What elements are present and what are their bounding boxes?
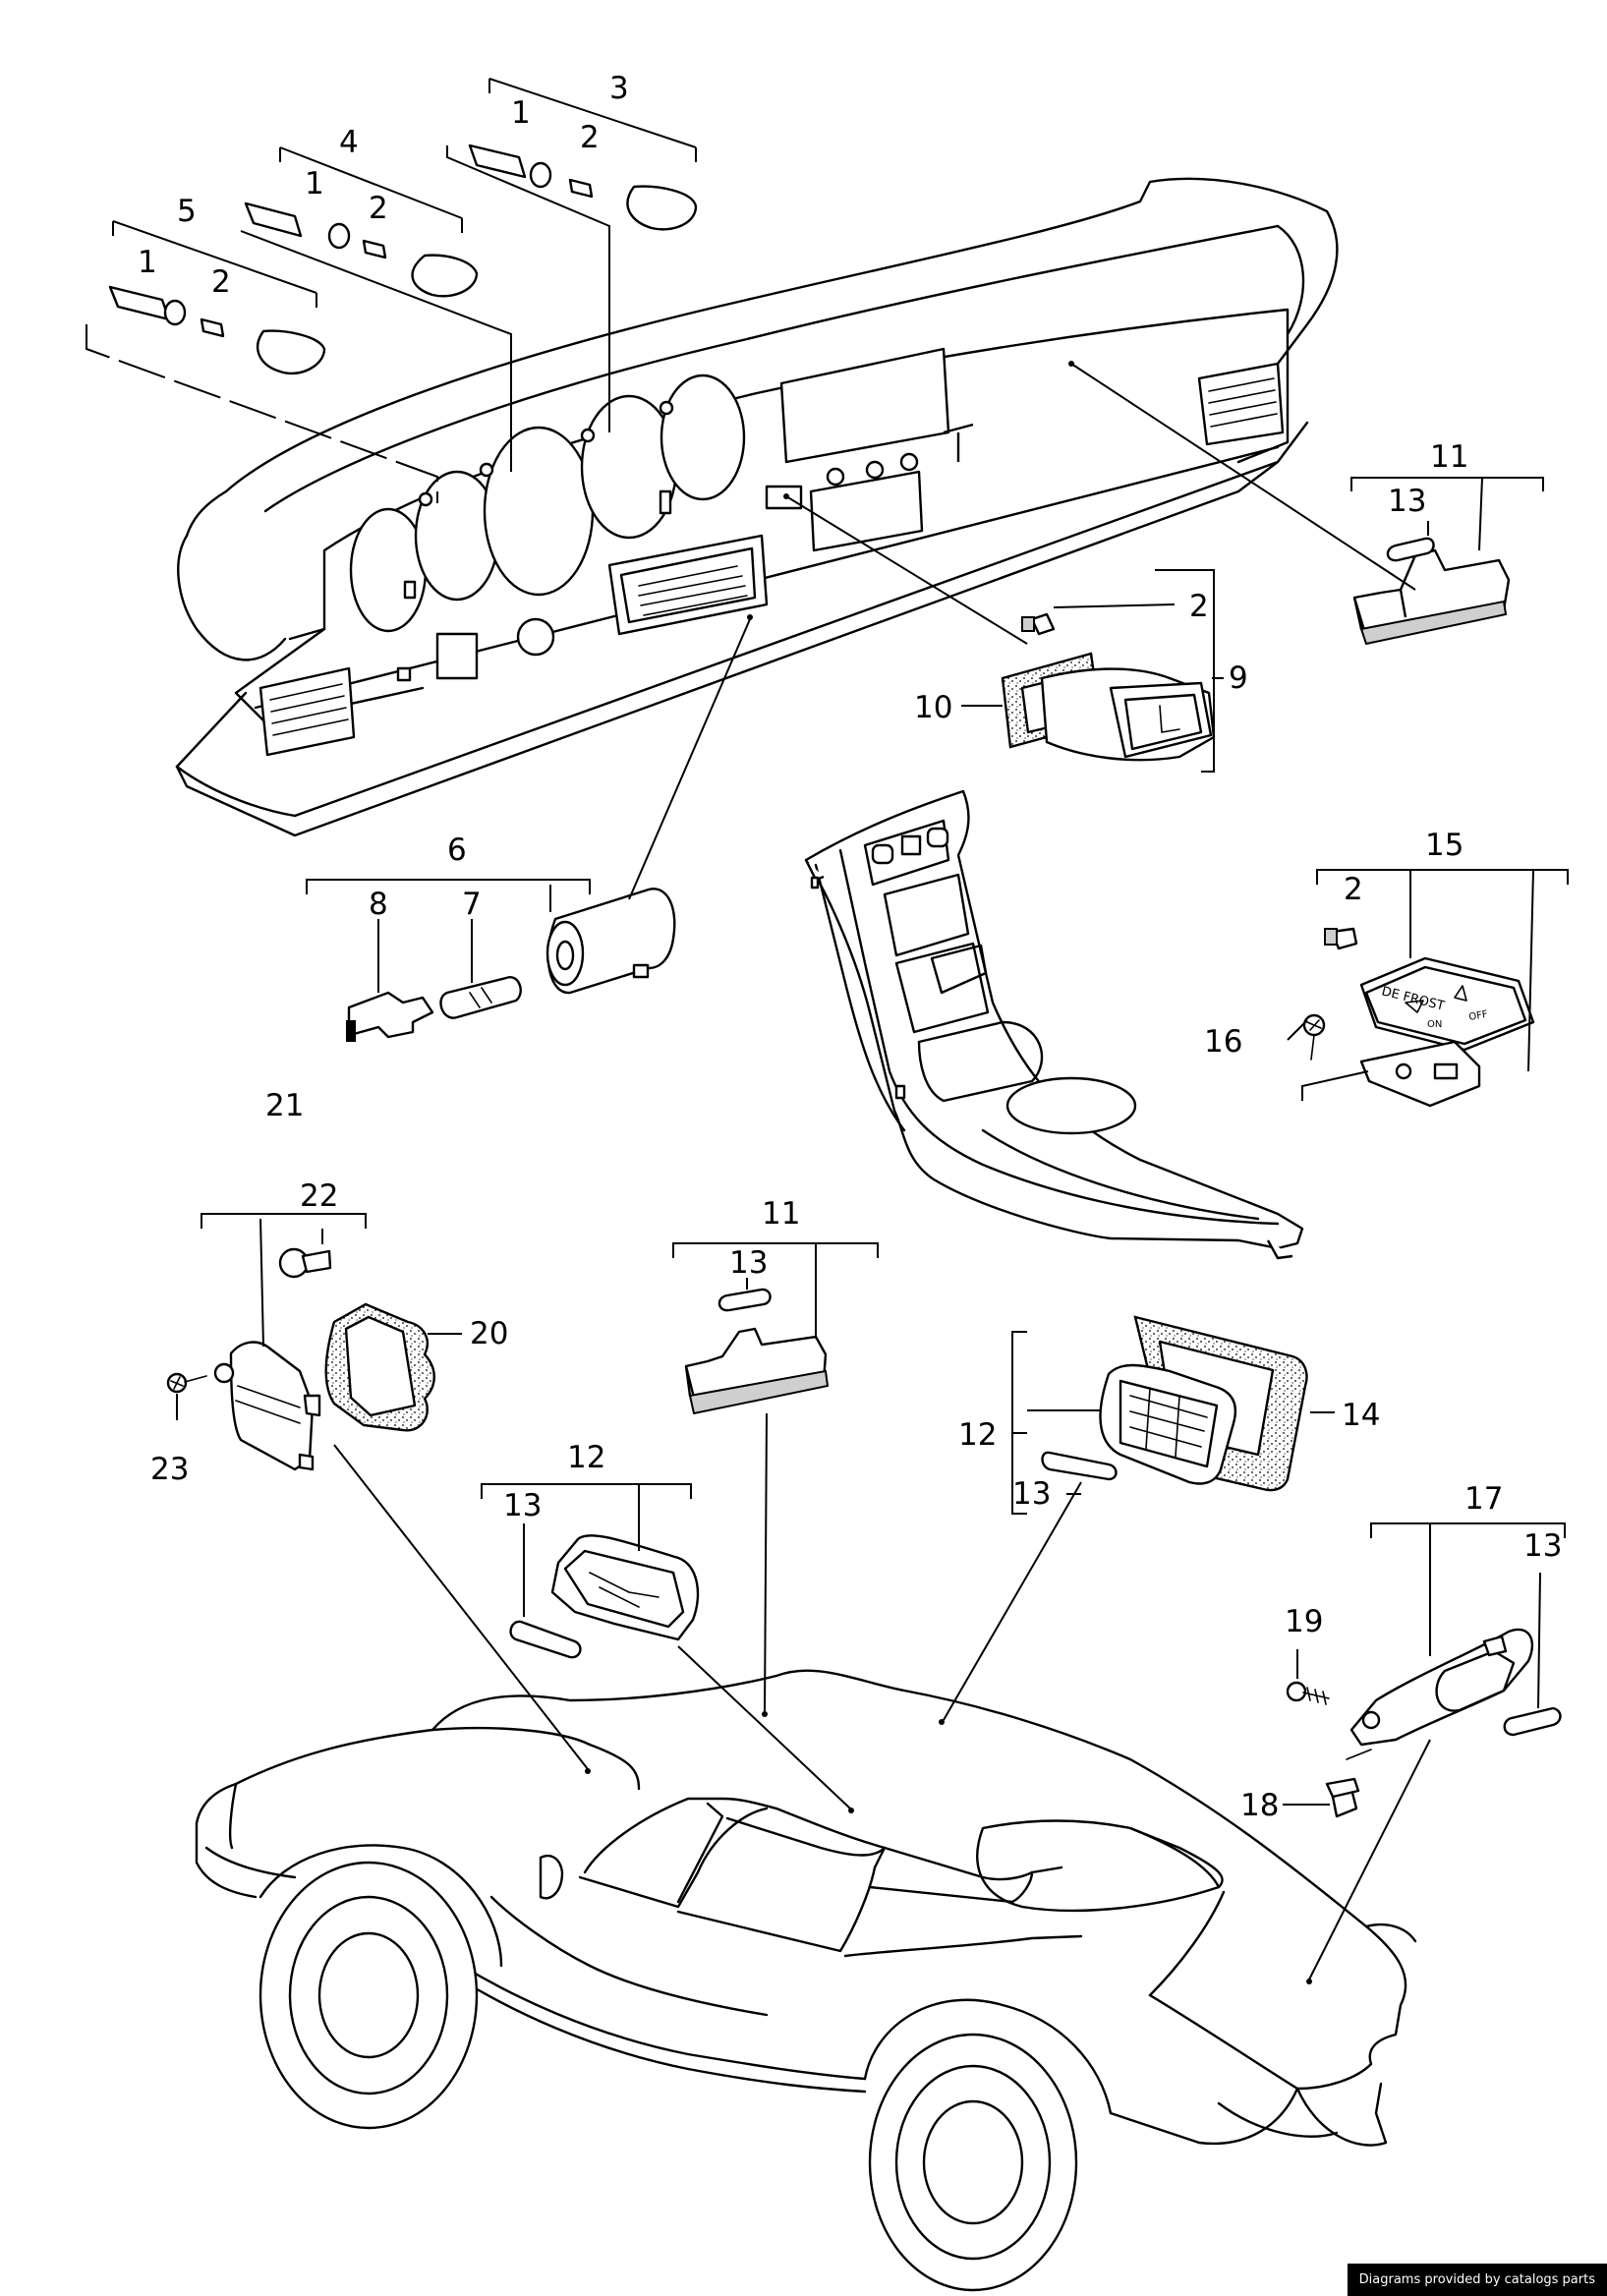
interior-lamp-12b <box>1041 1315 1308 1492</box>
callout-13: 13 <box>729 1245 768 1281</box>
off-label: OFF <box>1468 1009 1489 1023</box>
courtesy-lamp-11 <box>1352 537 1511 646</box>
callout-8: 8 <box>369 887 388 922</box>
callout-16: 16 <box>1204 1024 1242 1060</box>
callout-21: 21 <box>265 1088 304 1123</box>
callout-2: 2 <box>211 264 231 300</box>
callout-1: 1 <box>138 245 157 280</box>
callout-2: 2 <box>580 120 600 155</box>
callout-11: 11 <box>762 1196 800 1232</box>
defrost-switch-15: DE FROST OFF ON <box>1302 927 1535 1108</box>
callout-2: 2 <box>1189 589 1209 624</box>
callout-12: 12 <box>958 1417 997 1453</box>
lamp-set-5 <box>108 285 326 375</box>
callout-15: 15 <box>1425 828 1464 863</box>
on-label: ON <box>1427 1019 1442 1030</box>
vent-assembly <box>1001 612 1216 762</box>
lamp-set-4 <box>244 201 479 298</box>
callout-12: 12 <box>567 1440 605 1475</box>
callout-17: 17 <box>1464 1481 1503 1517</box>
callout-13: 13 <box>503 1488 542 1523</box>
center-console-drawing <box>804 789 1304 1260</box>
rear-lamp-17 <box>1286 1628 1562 1818</box>
callout-13: 13 <box>1523 1528 1562 1564</box>
interior-lamp-12 <box>509 1534 700 1659</box>
callout-13: 13 <box>1012 1476 1051 1512</box>
switch-lamp-6 <box>346 888 676 1042</box>
callout-2: 2 <box>369 191 388 226</box>
callout-20: 20 <box>470 1316 508 1351</box>
callout-5: 5 <box>177 194 197 229</box>
callout-3: 3 <box>609 71 629 106</box>
callout-1: 1 <box>305 166 324 201</box>
lamp-assembly-21 <box>166 1247 435 1471</box>
callout-7: 7 <box>462 887 482 922</box>
callout-13: 13 <box>1388 484 1426 519</box>
lamp-set-3 <box>468 144 698 231</box>
callout-11: 11 <box>1430 439 1468 475</box>
courtesy-lamp-11b <box>684 1288 830 1415</box>
callout-18: 18 <box>1240 1788 1279 1823</box>
callout-1: 1 <box>511 95 531 131</box>
callout-23: 23 <box>150 1452 189 1487</box>
callout-22: 22 <box>300 1178 338 1214</box>
callout-labels: 3 1 2 4 1 2 5 1 2 11 13 2 9 10 6 8 7 15 … <box>138 71 1562 1823</box>
callout-4: 4 <box>339 125 359 160</box>
dashboard-drawing <box>175 177 1339 837</box>
car-drawing <box>195 1669 1417 2292</box>
callout-9: 9 <box>1229 660 1248 696</box>
callout-2: 2 <box>1344 872 1363 907</box>
callout-10: 10 <box>914 690 952 725</box>
callout-14: 14 <box>1342 1398 1380 1433</box>
callout-19: 19 <box>1285 1604 1323 1639</box>
credit-label: Diagrams provided by catalogs parts <box>1347 2264 1607 2296</box>
callout-6: 6 <box>447 832 467 868</box>
